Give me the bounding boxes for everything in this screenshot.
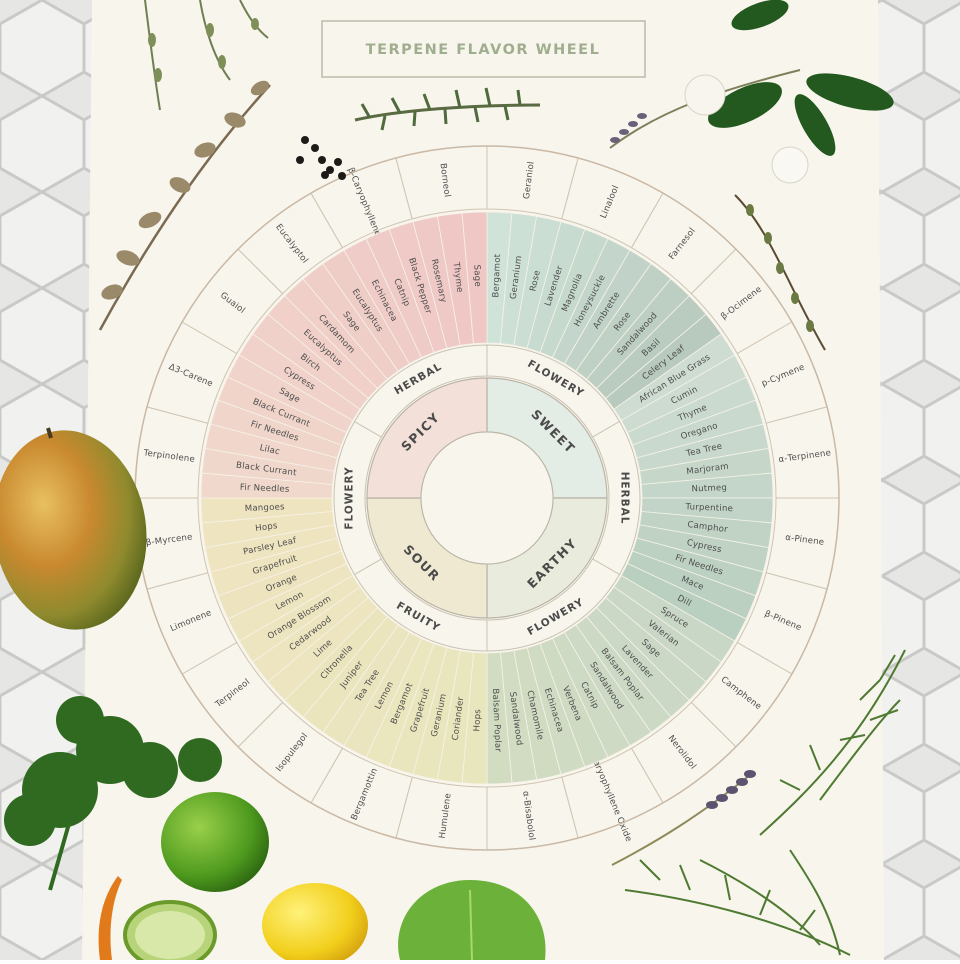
flavor-note-label: Rose bbox=[528, 269, 542, 292]
thyme-sprig-top-left bbox=[144, 0, 269, 111]
flavor-note-label: Bergamot bbox=[491, 253, 503, 298]
wheel-center bbox=[420, 431, 554, 565]
flavor-note-label: Mangoes bbox=[245, 502, 286, 514]
flavor-note-label: Nutmeg bbox=[691, 483, 727, 495]
flavor-note-label: Sage bbox=[471, 264, 482, 287]
flavor-note-wedge bbox=[461, 211, 488, 345]
black-peppercorns bbox=[296, 136, 346, 180]
poster-title-box: TERPENE FLAVOR WHEEL bbox=[321, 20, 646, 78]
lavender-sprig-bottom bbox=[611, 770, 756, 866]
dill-sprigs bbox=[624, 649, 906, 956]
poster-title: TERPENE FLAVOR WHEEL bbox=[366, 42, 601, 58]
flavor-note-label: Balsam Poplar bbox=[490, 688, 503, 752]
orange-peel bbox=[98, 876, 122, 960]
mango bbox=[0, 427, 147, 630]
flavor-note-label: Thyme bbox=[450, 261, 464, 293]
flavor-note-label: Lilac bbox=[259, 443, 281, 457]
flavor-note-label: Fir Needles bbox=[240, 483, 290, 495]
terpene-label: Borneol bbox=[437, 163, 451, 198]
mid-category-cell-herbal bbox=[353, 344, 488, 438]
flavor-wheel: GeraniolLinaloolFarnesolβ-Ocimenep-Cymen… bbox=[134, 145, 840, 851]
lime bbox=[161, 792, 269, 892]
lavender-and-jasmine bbox=[609, 0, 894, 184]
lemon bbox=[262, 883, 368, 964]
mid-category-label: HERBAL bbox=[619, 472, 631, 525]
flavor-note-label: Hops bbox=[255, 521, 279, 534]
eucalyptus-sprig bbox=[98, 80, 271, 331]
flavor-note-label: Hops bbox=[472, 709, 483, 732]
thyme-sprig-right bbox=[734, 194, 826, 351]
flavor-note-label: Turpentine bbox=[684, 502, 733, 514]
mid-category-label: FLOWERY bbox=[344, 466, 356, 529]
parsley bbox=[4, 696, 222, 891]
geranium-leaf bbox=[398, 880, 546, 961]
rosemary-sprig bbox=[354, 87, 541, 131]
terpene-label: Geraniol bbox=[522, 161, 537, 200]
lime-slice bbox=[123, 900, 217, 964]
outer-terpene-ring: GeraniolLinaloolFarnesolβ-Ocimenep-Cymen… bbox=[134, 145, 840, 851]
